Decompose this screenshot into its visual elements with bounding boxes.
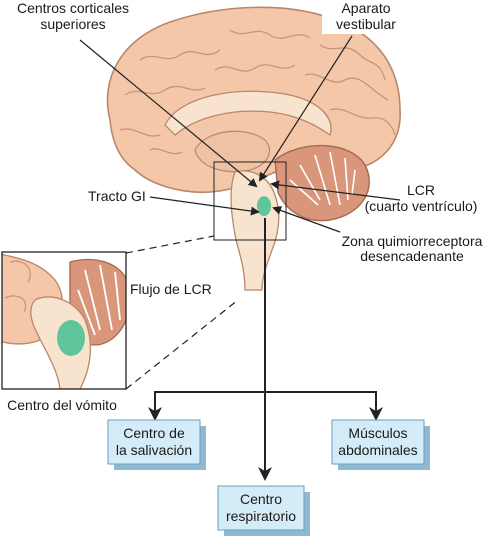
labels: Centros corticales superiores Aparato ve… (7, 0, 483, 413)
label-centros-corticales-1: Centros corticales (17, 0, 129, 16)
respiratorio-line1: Centro (240, 491, 282, 507)
salivacion-line2: la salivación (116, 442, 192, 458)
label-flujo-lcr: Flujo de LCR (130, 281, 212, 297)
vomiting-center-marker (257, 196, 271, 216)
label-zona-2: desencadenante (360, 248, 464, 264)
output-arrows (148, 218, 383, 481)
label-tracto-gi: Tracto GI (88, 188, 146, 204)
zoom-line-bottom (125, 299, 239, 390)
brainstem (230, 170, 280, 291)
box-salivacion: Centro de la salivación (107, 419, 206, 470)
label-centros-corticales-2: superiores (40, 16, 105, 32)
musculos-line1: Músculos (348, 425, 407, 441)
label-centro-vomito: Centro del vómito (7, 397, 117, 413)
arrow-lcr (270, 180, 401, 201)
salivacion-line1: Centro de (123, 425, 185, 441)
box-musculos: Músculos abdominales (331, 419, 430, 470)
cerebellum (274, 144, 370, 222)
arrow-vestibular (258, 35, 353, 182)
musculos-line2: abdominales (338, 442, 417, 458)
box-respiratorio: Centro respiratorio (217, 485, 310, 536)
label-lcr-1: LCR (407, 182, 435, 198)
arrow-ctz (272, 206, 341, 233)
gyri (119, 29, 396, 155)
inset-frame (1, 251, 127, 390)
zoom-region-box (213, 161, 287, 241)
arrow-gi (149, 196, 260, 216)
label-aparato-1: Aparato (341, 0, 390, 16)
inset-magnified-view (1, 251, 127, 390)
label-zona-1: Zona quimiorreceptora (342, 233, 483, 249)
label-lcr-2: (cuarto ventrículo) (365, 198, 478, 214)
label-aparato-2: vestibular (336, 16, 396, 32)
corpus-callosum (164, 90, 332, 137)
zoom-line-top (125, 235, 215, 254)
brain-illustration (106, 6, 401, 291)
input-arrows (79, 35, 401, 233)
thalamus (194, 130, 271, 173)
arrow-cortical (79, 39, 258, 188)
respiratorio-line2: respiratorio (226, 508, 296, 524)
